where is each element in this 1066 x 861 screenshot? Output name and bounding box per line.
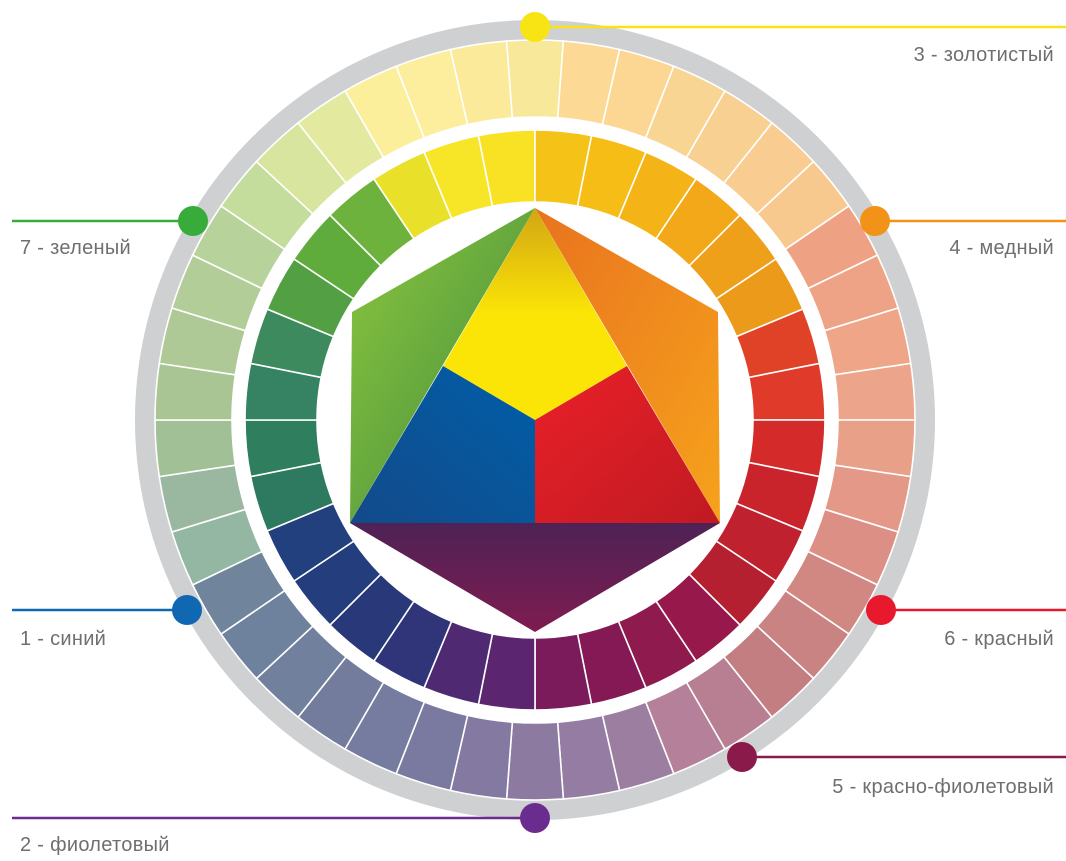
primary-blue-segment bbox=[350, 366, 535, 523]
marker-red bbox=[866, 595, 1066, 625]
marker-golden-dot bbox=[520, 12, 550, 42]
label-violet: 2 - фиолетовый bbox=[20, 834, 170, 856]
marker-red-dot bbox=[866, 595, 896, 625]
primary-yellow-segment bbox=[443, 208, 627, 420]
outer-ring-segment bbox=[505, 39, 565, 119]
label-golden: 3 - золотистый bbox=[913, 44, 1054, 66]
marker-violet-dot bbox=[520, 803, 550, 833]
label-red-violet: 5 - красно-фиолетовый bbox=[832, 776, 1054, 798]
label-copper: 4 - медный bbox=[949, 237, 1054, 259]
marker-copper-dot bbox=[860, 206, 890, 236]
secondary-green-triangle bbox=[350, 208, 535, 523]
marker-green bbox=[12, 206, 208, 236]
outer-ring-segment bbox=[505, 721, 565, 801]
marker-copper bbox=[860, 206, 1066, 236]
marker-golden bbox=[520, 12, 1066, 42]
marker-violet bbox=[12, 803, 550, 833]
primary-red-segment bbox=[535, 366, 720, 523]
secondary-orange-triangle bbox=[535, 208, 720, 523]
secondary-violet-triangle bbox=[350, 523, 720, 632]
marker-blue-dot bbox=[172, 595, 202, 625]
label-blue: 1 - синий bbox=[20, 628, 107, 650]
marker-red-violet-dot bbox=[727, 742, 757, 772]
marker-red-violet bbox=[727, 742, 1066, 772]
label-red: 6 - красный bbox=[944, 628, 1054, 650]
marker-green-dot bbox=[178, 206, 208, 236]
central-triangle-figure bbox=[350, 208, 720, 632]
marker-blue bbox=[12, 595, 202, 625]
label-green: 7 - зеленый bbox=[20, 237, 131, 259]
